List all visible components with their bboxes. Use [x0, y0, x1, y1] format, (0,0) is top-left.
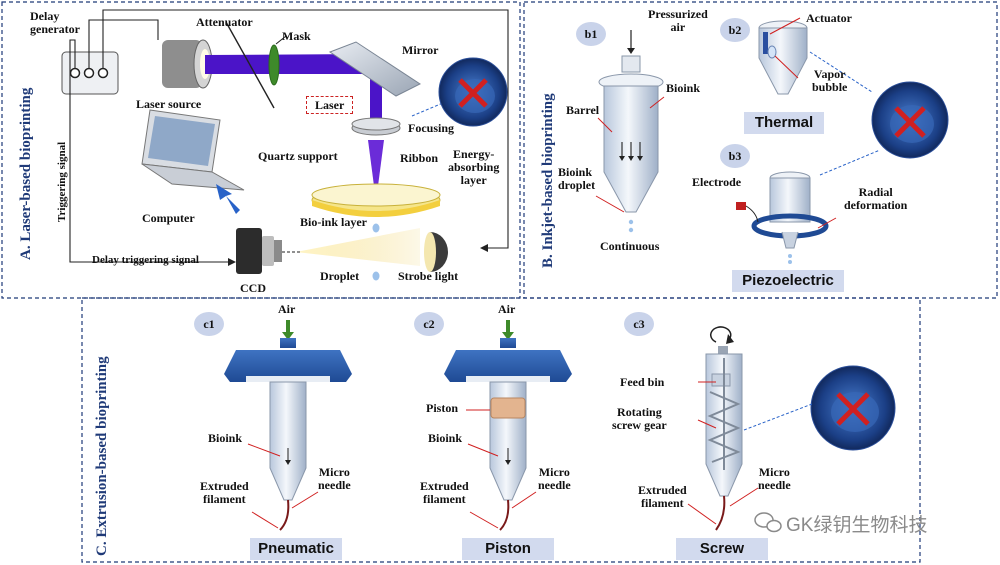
delay-triggering-signal-label: Delay triggering signal [92, 254, 199, 266]
c2-micro-needle-label: Micro needle [538, 465, 571, 492]
cell-blocked-icon-b [871, 81, 949, 159]
delay-generator-icon [61, 51, 119, 95]
badge-b2: b2 [720, 18, 750, 42]
screw-caption: Screw [676, 538, 768, 560]
strobe-light-icon [424, 232, 448, 272]
thermal-caption: Thermal [744, 112, 824, 134]
laser-tag: Laser [306, 96, 354, 114]
computer-label: Computer [142, 211, 195, 225]
b1-bioink-label: Bioink [666, 81, 701, 95]
bio-ink-layer-label: Bio-ink layer [300, 215, 368, 229]
panel-b-frame [523, 1, 998, 299]
badge-c1: c1 [194, 312, 224, 336]
extrusion-screw-nozzle [687, 326, 813, 531]
c3-extruded-filament-label: Extruded filament [638, 483, 687, 510]
wechat-icon [754, 512, 782, 533]
c2-air-label: Air [498, 302, 516, 316]
c1-micro-needle-label: Micro needle [318, 465, 351, 492]
c1-extruded-filament-label: Extruded filament [200, 479, 249, 506]
triggering-signal-label: Triggering signal [56, 141, 68, 222]
rotating-screw-gear-label: Rotating screw gear [612, 405, 667, 432]
cell-blocked-icon-c [810, 365, 896, 451]
bioink-droplet-label: Bioink droplet [558, 165, 596, 192]
extrusion-piston-nozzle [444, 320, 572, 531]
extrusion-pneumatic-nozzle [224, 320, 352, 531]
laser-beam [205, 54, 378, 74]
panel-c-frame [81, 297, 921, 563]
quartz-support-label: Quartz support [258, 149, 338, 163]
badge-b1: b1 [576, 22, 606, 46]
piston-caption: Piston [462, 538, 554, 560]
panel-b-title: B. Inkjet-based bioprinting [540, 93, 556, 268]
electrode-label: Electrode [692, 175, 742, 189]
vapor-bubble-label: Vapor bubble [812, 67, 848, 94]
mirror-label: Mirror [402, 43, 439, 57]
actuator-label: Actuator [806, 11, 852, 25]
energy-absorbing-layer-label: Energy- absorbing layer [448, 147, 500, 187]
rotation-arrow-icon [710, 326, 732, 343]
signal-wires [69, 9, 509, 263]
inkjet-piezo-nozzle [736, 171, 837, 264]
watermark: GK绿钥生物科技 [786, 515, 928, 536]
c2-extruded-filament-label: Extruded filament [420, 479, 469, 506]
mask-label: Mask [282, 29, 311, 43]
badge-b3: b3 [720, 144, 750, 168]
piston-label: Piston [426, 401, 459, 415]
attenuator-label: Attenuator [196, 15, 253, 29]
barrel-label: Barrel [566, 103, 600, 117]
ribbon-label: Ribbon [400, 151, 439, 165]
focusing-label: Focusing [408, 121, 455, 135]
ccd-camera-icon [236, 228, 282, 274]
radial-deformation-label: Radial deformation [844, 185, 908, 212]
delay-generator-label: Delay generator [30, 9, 80, 36]
panel-a-title: A. Laser-based bioprinting [18, 87, 34, 260]
droplet-label: Droplet [320, 269, 360, 283]
c1-air-label: Air [278, 302, 296, 316]
pneumatic-caption: Pneumatic [250, 538, 342, 560]
strobe-light-label: Strobe light [398, 269, 459, 283]
continuous-label: Continuous [600, 239, 660, 253]
badge-c2: c2 [414, 312, 444, 336]
pressurized-air-label: Pressurized air [648, 7, 708, 34]
cell-blocked-icon-a [438, 57, 508, 127]
feed-bin-label: Feed bin [620, 375, 665, 389]
piezoelectric-caption: Piezoelectric [732, 270, 844, 292]
inkjet-thermal-nozzle [758, 17, 808, 95]
c3-micro-needle-label: Micro needle [758, 465, 791, 492]
c1-bioink-label: Bioink [208, 431, 243, 445]
inkjet-continuous-syringe [595, 30, 665, 233]
computer-icon [141, 109, 245, 191]
laser-source-label: Laser source [136, 97, 202, 111]
panel-c-title: C. Extrusion-based bioprinting [94, 356, 110, 556]
laser-source-icon [162, 39, 213, 89]
c2-bioink-label: Bioink [428, 431, 463, 445]
ccd-label: CCD [240, 281, 266, 295]
badge-c3: c3 [624, 312, 654, 336]
